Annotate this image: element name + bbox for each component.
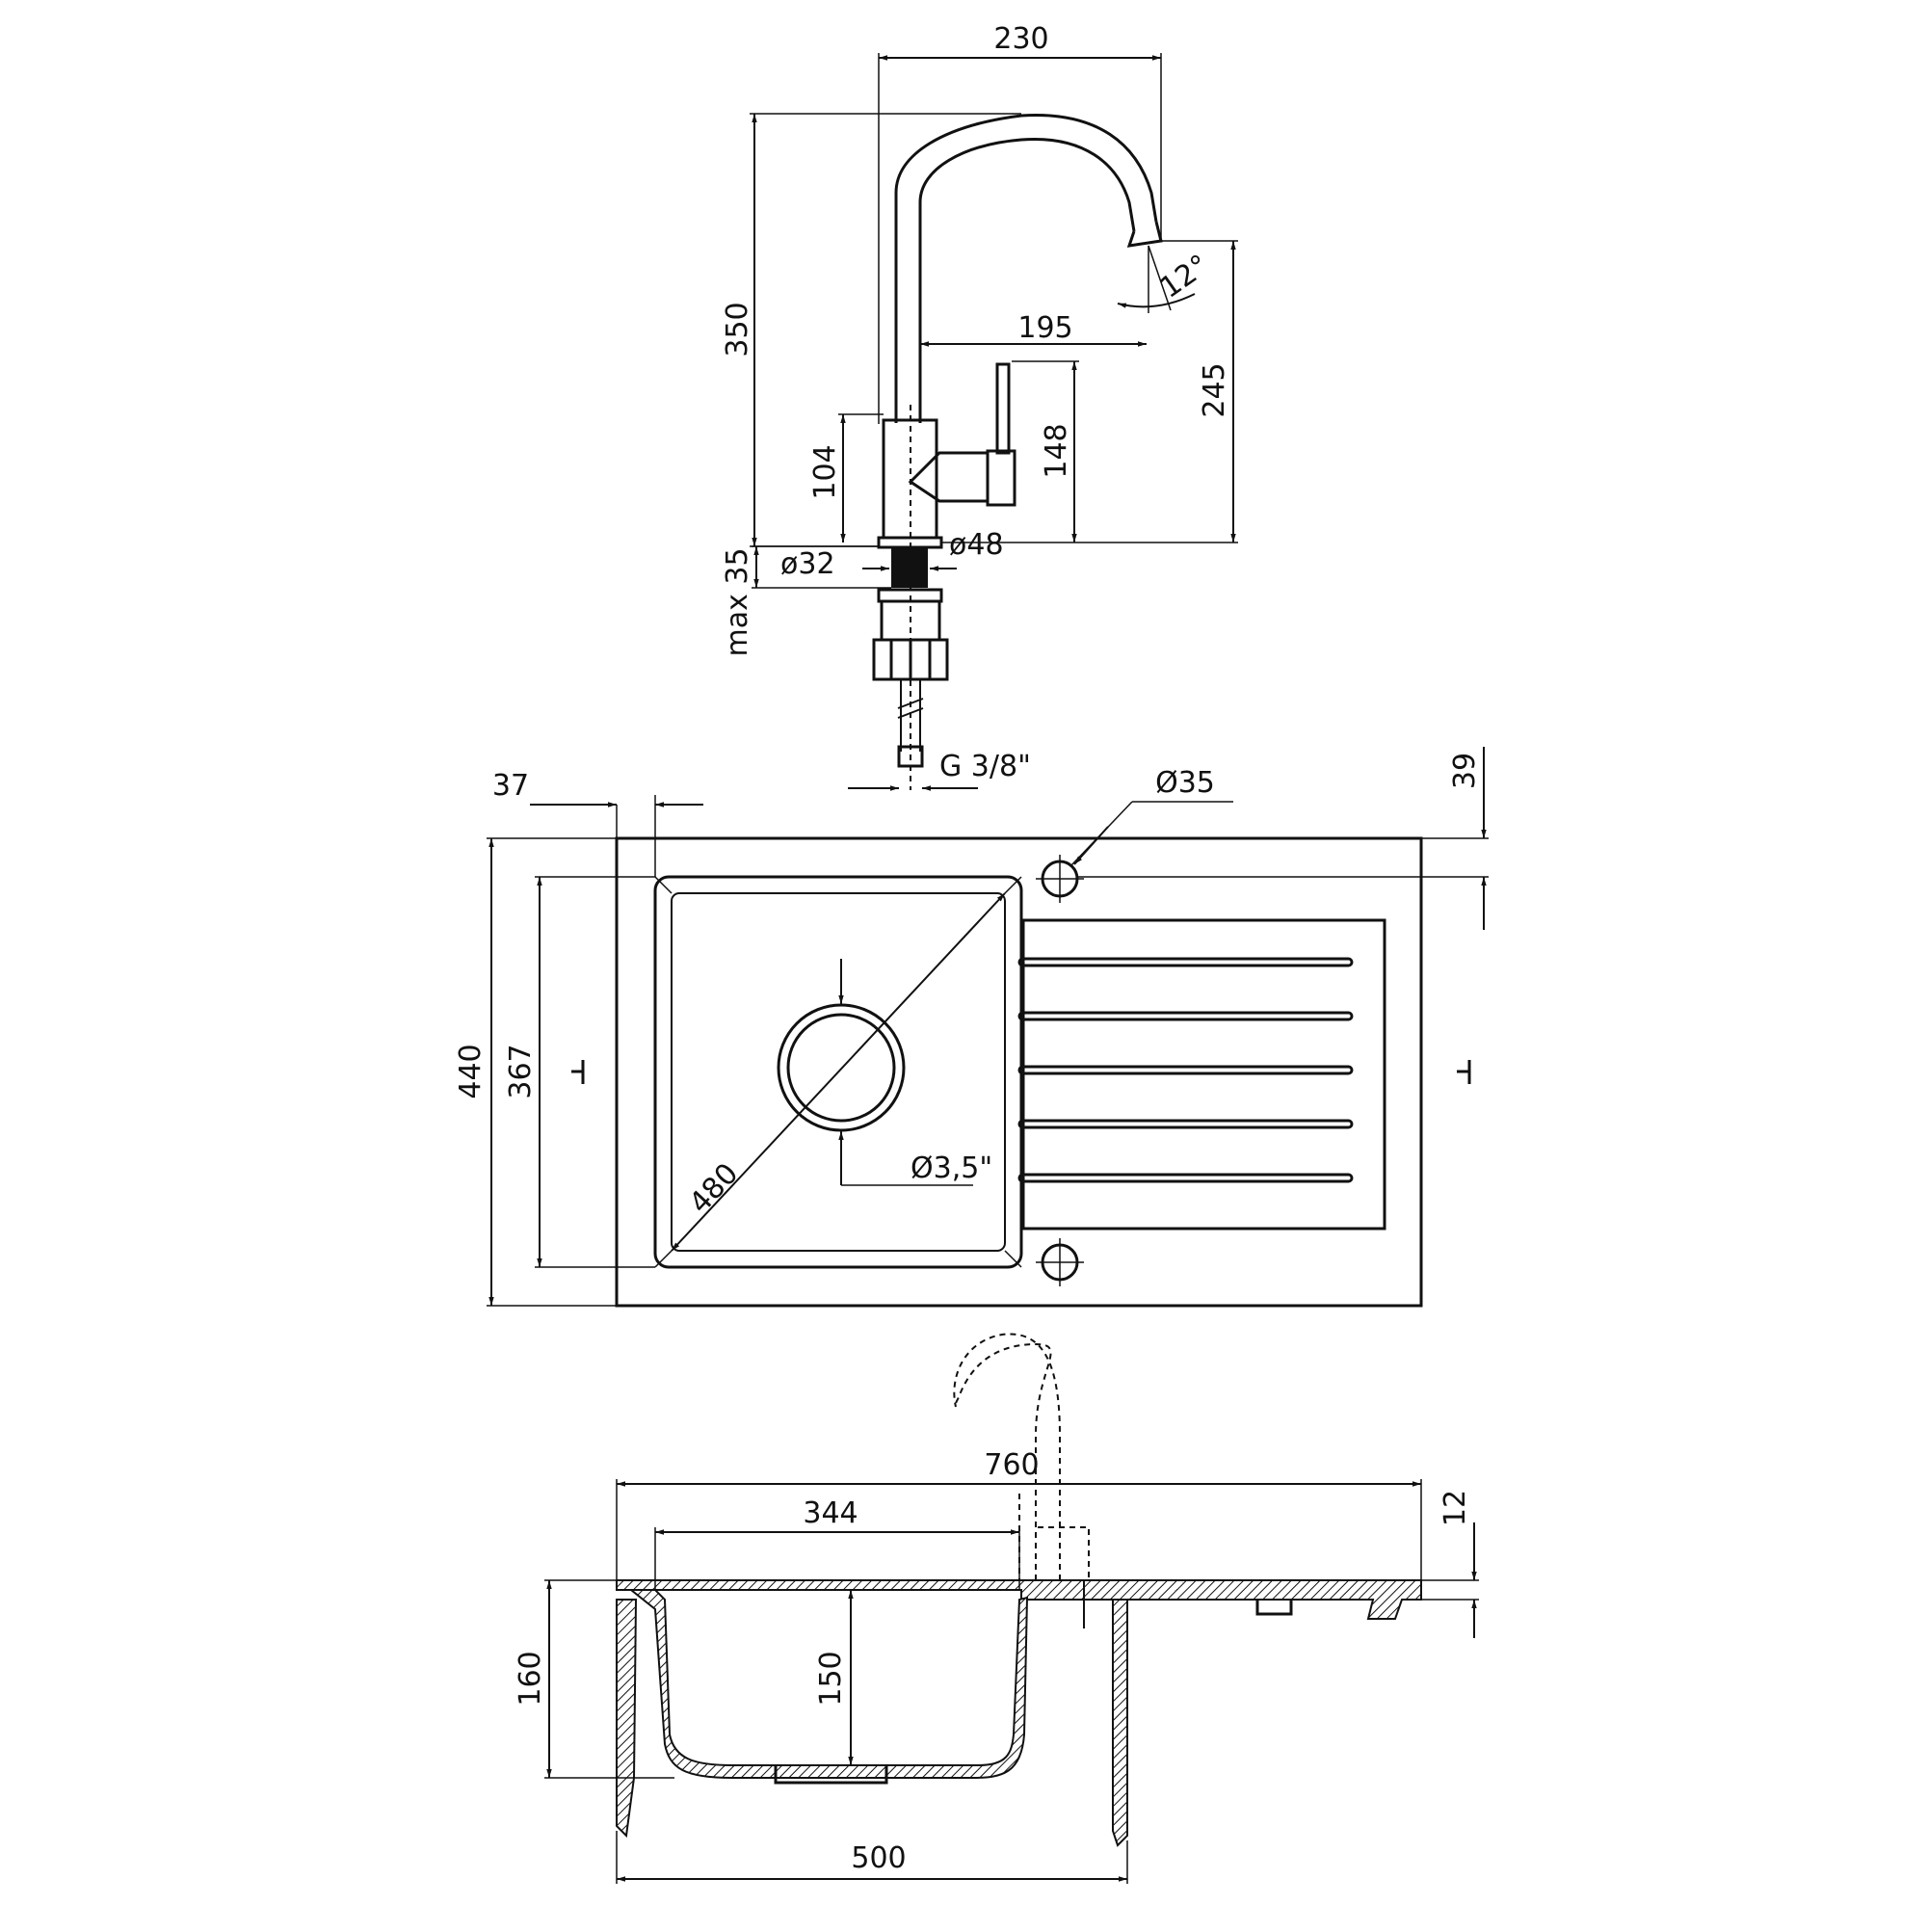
faucet-ghost-inner [953,1333,1061,1580]
faucet-ghost-outer [953,1342,1052,1580]
bowl-section [628,1589,1029,1779]
dim-bowl-height: 150 [814,1651,848,1706]
dim-rim-thickness: 12 [1439,1490,1472,1526]
dim-spout-angle: 12° [1154,249,1216,305]
spout-inner [918,137,1136,423]
dim-tap-hole-diameter: Ø35 [1155,766,1215,800]
drainboard-rib [1255,1600,1293,1616]
dim-bowl-diagonal: 480 [683,1157,746,1221]
dim-spout-height: 245 [1198,362,1231,417]
dim-bowl-depth: 367 [504,1044,538,1098]
dim-sink-depth: 440 [454,1044,488,1098]
dim-tap-hole-offset: 37 [492,769,529,803]
dim-body-height: 104 [808,444,842,499]
drainboard-grooves [1017,957,1354,1183]
lever-handle [995,362,1011,455]
spout-outer [894,114,1158,423]
sink-top-view: 480 Ø3,5" Ø35 37 39 440 367 [454,747,1489,1308]
dim-spout-reach: 195 [1017,311,1072,345]
supply-hose [897,679,924,752]
cabinet-wall-left [616,1599,638,1839]
faucet-ghost-body [1018,1494,1090,1581]
lever-cap [986,449,1016,507]
sink-section-view: 760 344 12 160 150 500 [514,1333,1479,1884]
cabinet-wall-right [1112,1599,1128,1847]
dim-lever-height: 148 [1040,423,1073,478]
sink-outline [615,836,1423,1308]
dim-cabinet-width: 500 [851,1841,906,1875]
spout-tip [1126,221,1163,248]
section-marker-left [571,1060,585,1084]
dim-faucet-height: 350 [721,302,754,357]
drain-flange [774,1765,888,1785]
dim-drain-size: Ø3,5" [911,1151,992,1185]
nut-ribs [872,638,949,681]
lever-hub [908,451,990,503]
dim-counter-thickness: max 35 [721,547,754,656]
dim-tap-hole-edge: 39 [1448,753,1482,789]
dim-total-width: 760 [984,1448,1039,1482]
section-marker-right [1457,1060,1471,1084]
dim-faucet-width: 230 [993,22,1048,56]
dim-shank-diameter: ø32 [780,547,835,581]
dim-hose-thread: G 3/8" [939,750,1031,783]
sink-rim-section [616,1579,1422,1620]
faucet-view: 230 350 195 12° 245 148 104 ø48 ø32 [721,22,1238,791]
dim-base-diameter: ø48 [949,528,1004,562]
dim-bowl-width: 344 [803,1496,858,1530]
dim-sink-height: 160 [514,1651,547,1706]
